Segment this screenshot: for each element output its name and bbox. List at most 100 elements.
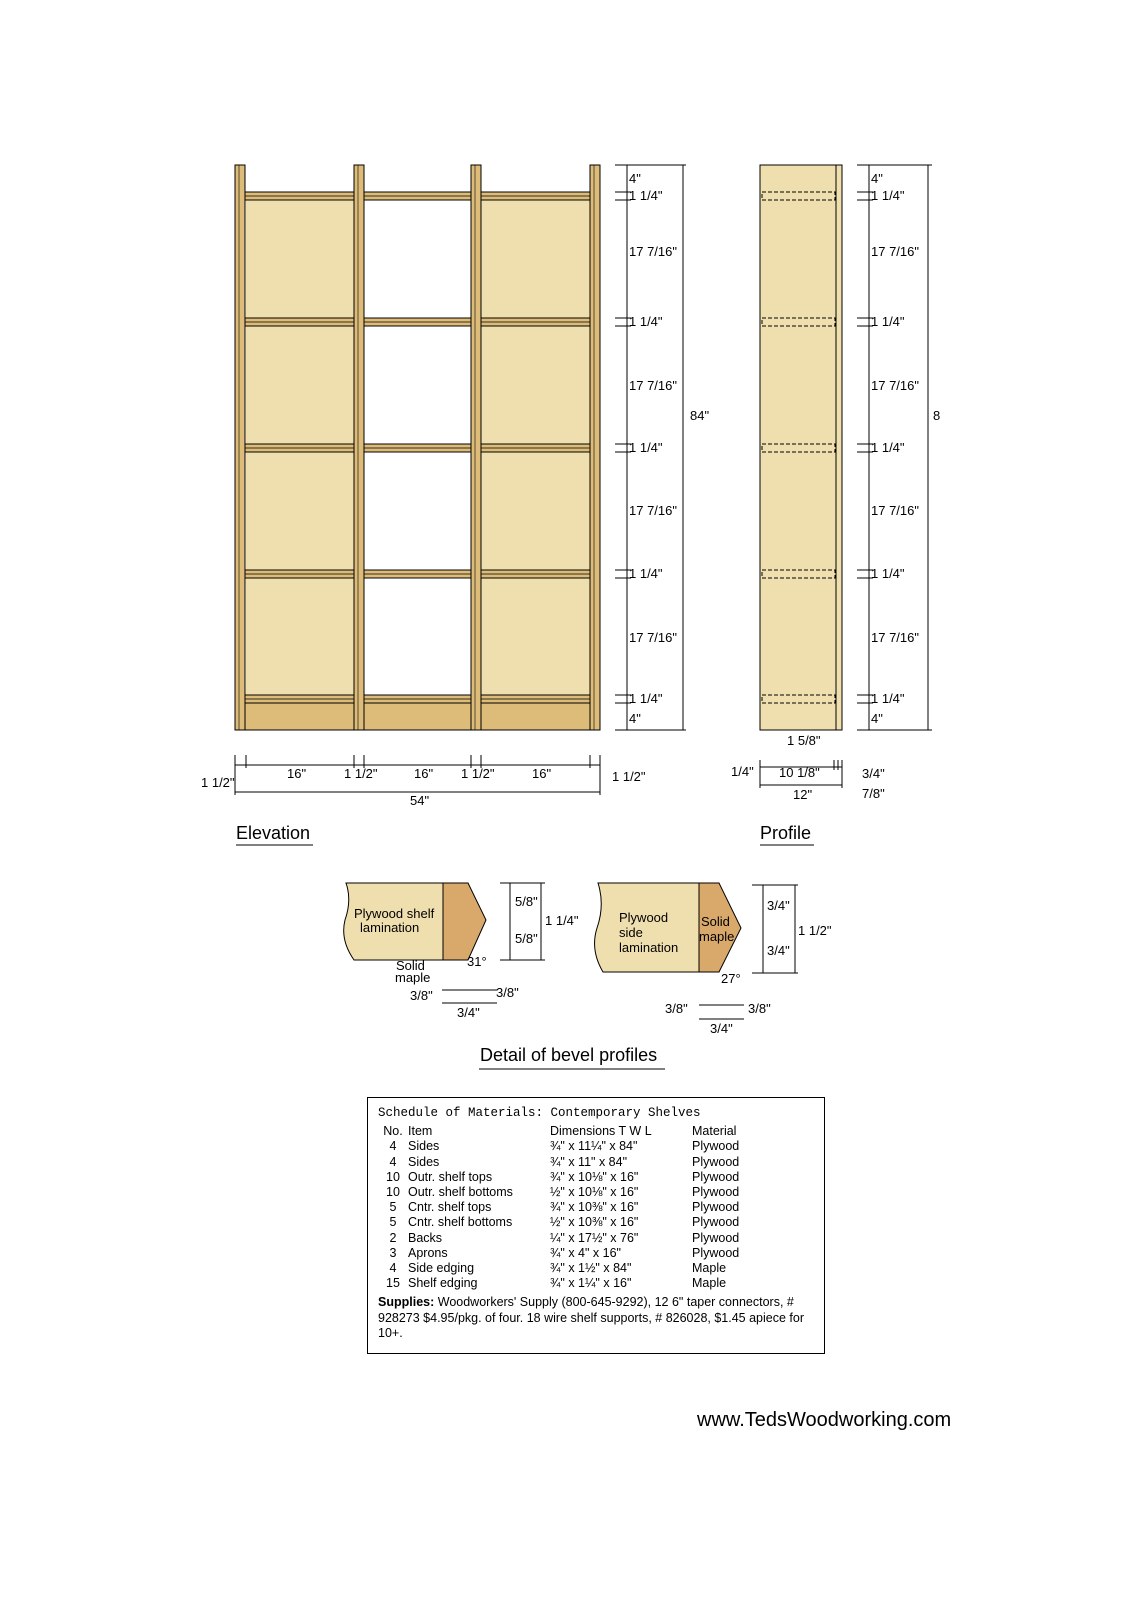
supplies-label: Supplies:: [378, 1295, 435, 1310]
cell-no: 4: [389, 1139, 397, 1154]
dim-label: 1 1/4": [629, 691, 663, 706]
dim-label: 3/4": [767, 898, 790, 913]
hidden-shelf: [761, 569, 836, 579]
cell-item: Side edging: [408, 1261, 475, 1276]
cell-item: Cntr. shelf bottoms: [408, 1215, 513, 1230]
cell-dimensions: ½" x 10⅜" x 16": [550, 1215, 639, 1230]
cell-material: Plywood: [692, 1230, 740, 1245]
dim-label: 1 1/4": [545, 913, 579, 928]
cell-item: Aprons: [408, 1245, 448, 1260]
dim-label: 17 7/16": [629, 630, 677, 645]
hidden-shelf: [761, 443, 836, 453]
cell-dimensions: ¾" x 10⅛" x 16": [550, 1169, 639, 1184]
dim-label: 1 1/4": [871, 440, 905, 455]
header-no: No.: [383, 1124, 403, 1139]
side-post: [353, 164, 365, 731]
dim-label: 1 1/4": [871, 188, 905, 203]
cell-no: 2: [389, 1230, 397, 1245]
side-post: [589, 164, 601, 731]
angle-label: 27°: [721, 971, 741, 986]
dim-label: 17 7/16": [871, 630, 919, 645]
dim-label: 1 1/2": [461, 766, 495, 781]
dim-label: 17 7/16": [871, 503, 919, 518]
dim-label: 1 1/4": [629, 314, 663, 329]
cell-item: Sides: [408, 1154, 440, 1169]
dim-label: 1 1/4": [871, 314, 905, 329]
maple-label: Solid: [701, 914, 730, 929]
edge-dim-label: 1 5/8": [787, 733, 821, 748]
dim-label: 1 1/4": [871, 691, 905, 706]
cell-no: 10: [386, 1185, 400, 1200]
side-post: [470, 164, 482, 731]
dim-label: 17 7/16": [629, 244, 677, 259]
cell-item: Shelf edging: [408, 1276, 478, 1291]
dim-label: 1 1/4": [871, 566, 905, 581]
angle-label: 31°: [467, 954, 487, 969]
table-header: No. Item Dimensions T W L Material: [378, 1124, 739, 1139]
dim-label: 16": [532, 766, 551, 781]
dim-label: 5/8": [515, 931, 538, 946]
profile-side: [759, 164, 843, 731]
dim-label: 4": [629, 711, 641, 726]
dim-label: 3/8": [748, 1001, 771, 1016]
dim-label: 10 1/8": [779, 765, 820, 780]
cell-material: Maple: [692, 1261, 727, 1276]
table-row: 5 Cntr. shelf bottoms ½" x 10⅜" x 16" Plywo…: [378, 1215, 740, 1230]
cell-dimensions: ¾" x 11¼" x 84": [550, 1139, 638, 1154]
apron: [234, 702, 601, 731]
hidden-shelf: [761, 694, 836, 704]
website-footer: www.TedsWoodworking.com: [697, 1409, 952, 1431]
profile-height-dims: 4" 1 1/4" 17 7/16" 1 1/4" 17 7/16" 1 1/4" 17 7…: [857, 164, 940, 731]
shelf-bevel-detail: Plywood shelf lamination Solid maple 5/8…: [343, 882, 579, 1020]
cell-dimensions: ½" x 10⅛" x 16": [550, 1185, 639, 1200]
dim-label: 16": [414, 766, 433, 781]
dim-label: 1 1/2": [344, 766, 378, 781]
elevation-height-dims: 4" 1 1/4" 17 7/16" 1 1/4" 17 7/16" 1 1/4" 17 7…: [615, 164, 709, 731]
cell-no: 5: [389, 1200, 397, 1215]
detail-caption: Detail of bevel profiles: [480, 1045, 657, 1065]
cell-item: Cntr. shelf tops: [408, 1200, 492, 1215]
cell-material: Plywood: [692, 1154, 740, 1169]
elevation-drawing: [234, 164, 601, 731]
hidden-shelf: [761, 191, 836, 201]
dim-label: 1 1/2": [201, 775, 235, 790]
dim-label: 1 1/4": [629, 188, 663, 203]
side-lamination-label: side: [619, 925, 643, 940]
supplies-text: Woodworkers' Supply (800-645-9292), 12 6…: [378, 1295, 804, 1341]
dim-label: 3/8": [665, 1001, 688, 1016]
cell-material: Plywood: [692, 1169, 740, 1184]
cell-dimensions: ¼" x 17½" x 76": [550, 1230, 639, 1245]
header-dimensions: Dimensions T W L: [550, 1124, 652, 1139]
dim-label: 3/8": [410, 988, 433, 1003]
dim-label: 3/4": [710, 1021, 733, 1036]
dim-label: 4": [871, 171, 883, 186]
hidden-shelf: [761, 317, 836, 327]
dim-label: 1 1/4": [629, 566, 663, 581]
overall-height-label: 84": [690, 408, 709, 423]
cell-material: Plywood: [692, 1215, 740, 1230]
shelf-lamination-label: Plywood shelf: [354, 906, 435, 921]
header-material: Material: [692, 1124, 737, 1139]
profile-overall-height-label: 8: [933, 408, 940, 423]
schedule-title: Schedule of Materials: Contemporary Shel…: [378, 1106, 701, 1120]
dim-label: 3/8": [496, 985, 519, 1000]
cell-dimensions: ¾" x 10⅜" x 16": [550, 1200, 639, 1215]
dim-label: 16": [287, 766, 306, 781]
dim-label: 17 7/16": [871, 378, 919, 393]
dim-label: 3/4": [767, 943, 790, 958]
cell-dimensions: ¾" x 4" x 16": [550, 1245, 621, 1260]
dim-label: 17 7/16": [629, 378, 677, 393]
cell-no: 5: [389, 1215, 397, 1230]
cell-item: Outr. shelf tops: [408, 1169, 493, 1184]
cell-no: 4: [389, 1261, 397, 1276]
cell-material: Maple: [692, 1276, 727, 1291]
dim-label: 7/8": [862, 786, 885, 801]
